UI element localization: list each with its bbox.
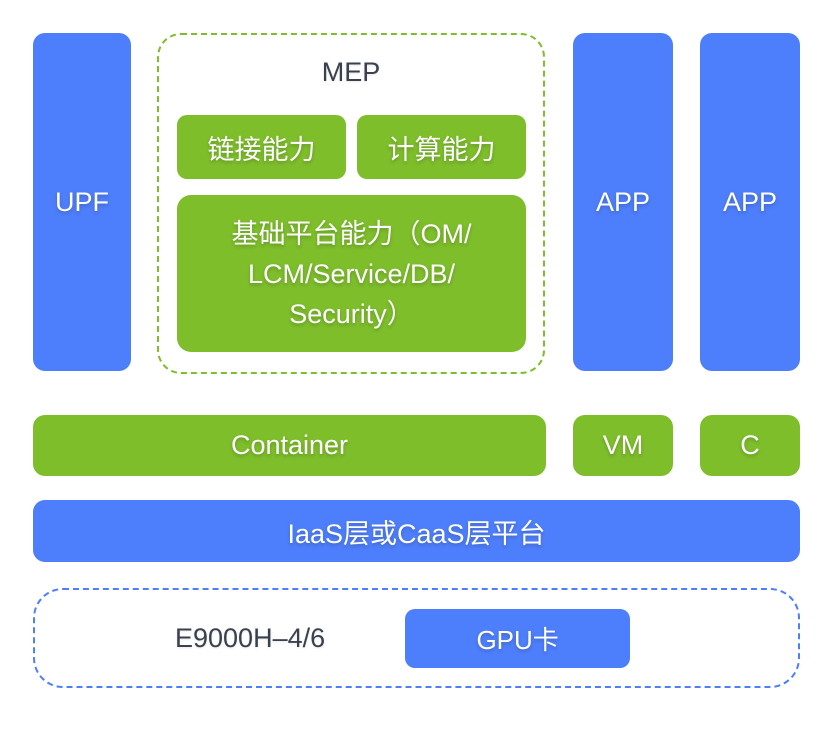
link-capability-block: 链接能力 <box>177 115 346 179</box>
hardware-group: E9000H–4/6 GPU卡 <box>33 588 800 688</box>
iaas-caas-platform-block: IaaS层或CaaS层平台 <box>33 500 800 562</box>
gpu-card-block: GPU卡 <box>405 608 631 668</box>
app-block-2: APP <box>700 33 800 371</box>
platform-capability-line: LCM/Service/DB/ <box>247 258 456 289</box>
mep-title: MEP <box>321 57 381 87</box>
c-block: C <box>700 415 800 476</box>
mep-group: MEP 链接能力 计算能力 基础平台能力（OM/ LCM/Service/DB/… <box>157 33 545 374</box>
upf-block: UPF <box>33 33 131 371</box>
mep-capability-row: 链接能力 计算能力 <box>177 115 526 179</box>
platform-capability-line: 基础平台能力（OM/ <box>231 218 472 249</box>
app-block-1: APP <box>573 33 673 371</box>
container-runtime-block: Container <box>33 415 546 476</box>
compute-capability-block: 计算能力 <box>357 115 526 179</box>
server-model-label: E9000H–4/6 <box>175 622 326 653</box>
platform-capability-block: 基础平台能力（OM/ LCM/Service/DB/ Security） <box>177 195 526 352</box>
vm-block: VM <box>573 415 673 476</box>
platform-capability-line: Security） <box>289 298 414 329</box>
